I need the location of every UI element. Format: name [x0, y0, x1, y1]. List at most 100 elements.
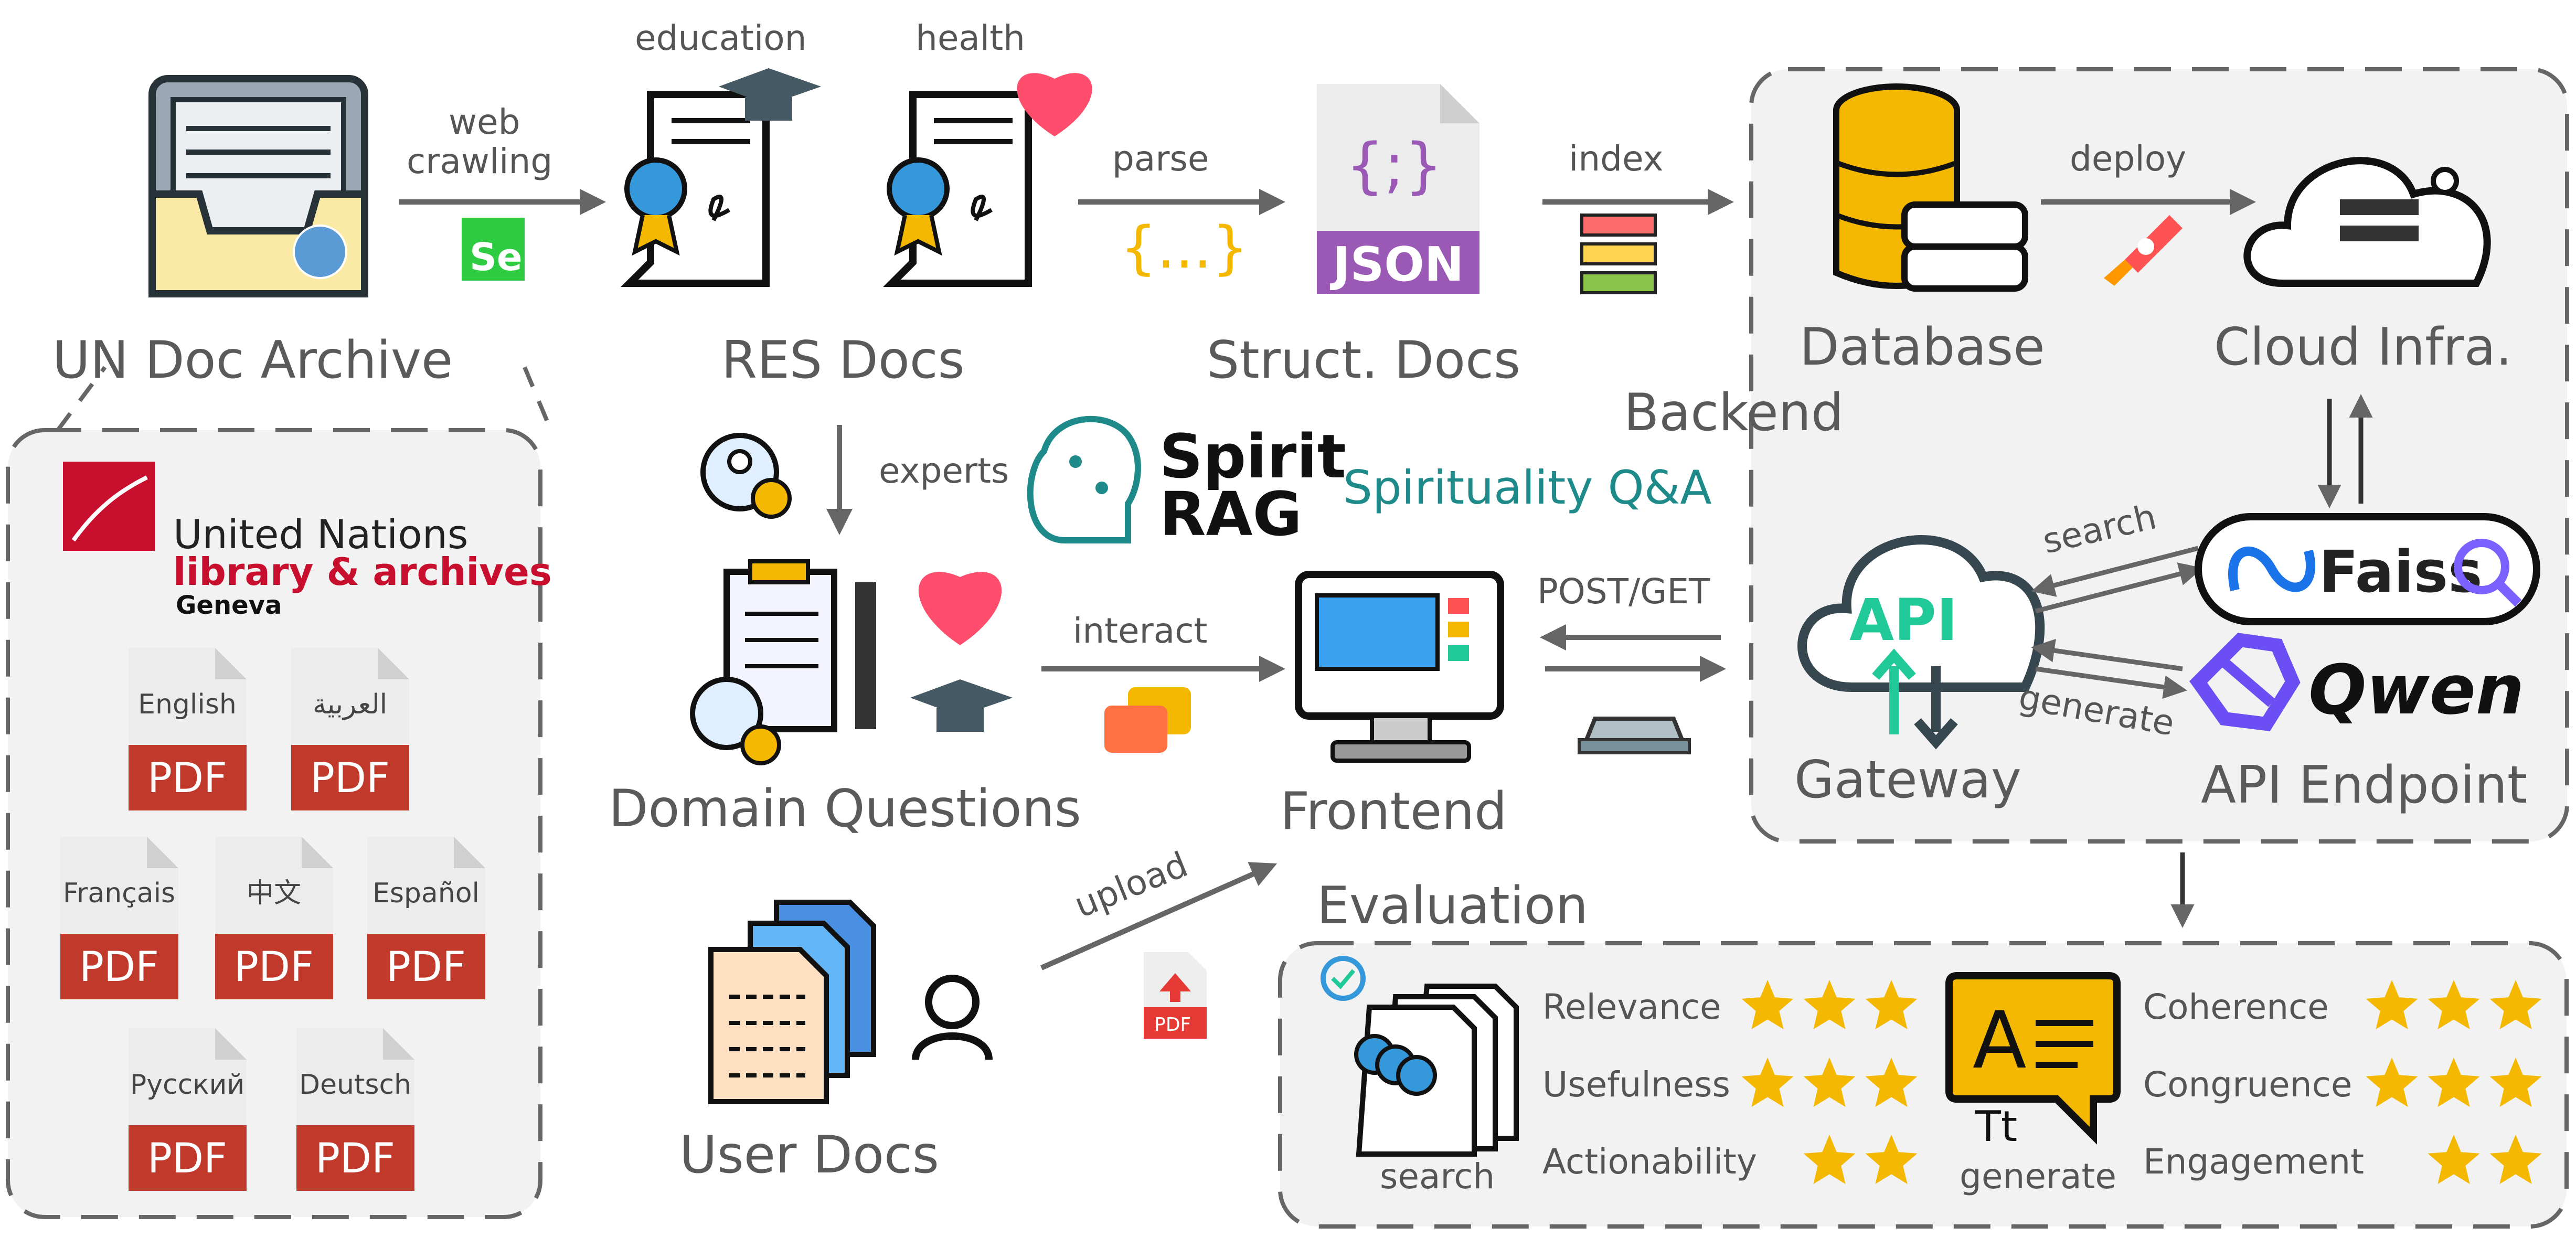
un-library-panel: [6, 428, 542, 1219]
eval-search-label: search: [1380, 1156, 1495, 1197]
metric-row: Actionability: [1542, 1135, 1918, 1185]
evaluation-panel: [1278, 941, 2569, 1229]
star-icon: [2428, 1058, 2480, 1107]
svg-text:Spirit: Spirit: [1159, 422, 1346, 492]
monitor-icon: [1295, 571, 1504, 763]
api-cloud-icon: API: [1797, 535, 2045, 750]
cloud-infra-label: Cloud Infra.: [2214, 317, 2512, 377]
gateway-to-faiss-arrow: [2035, 562, 2203, 614]
json-file-icon: JSON {;}: [1317, 84, 1479, 294]
pdf-language-label: العربية: [313, 689, 387, 720]
chat-bubbles-icon: [1104, 687, 1191, 753]
svg-text:library & archives: library & archives: [173, 550, 552, 594]
star-icon: [1741, 1058, 1794, 1107]
education-label: education: [635, 18, 807, 58]
star-icon: [2366, 1058, 2418, 1107]
gateway-to-qwen-arrow: [2035, 666, 2187, 699]
metric-row: Usefulness: [1542, 1058, 1918, 1107]
svg-text:Qwen: Qwen: [2308, 650, 2524, 730]
un-library-logo: United Nations library & archives Geneva: [63, 462, 552, 620]
domain-questions-label: Domain Questions: [609, 779, 1081, 839]
star-icon: [2489, 1135, 2542, 1185]
metric-row: Engagement: [2143, 1135, 2542, 1185]
pdf-upload-icon: PDF: [1144, 952, 1207, 1039]
svg-text:Geneva: Geneva: [176, 591, 282, 620]
metric-name: Relevance: [1542, 987, 1721, 1027]
expert-badge-icon: [700, 433, 792, 519]
pdf-badge-label: PDF: [386, 944, 466, 991]
svg-text:Se: Se: [470, 235, 523, 279]
metric-name: Coherence: [2143, 987, 2329, 1027]
struct-docs-label: Struct. Docs: [1207, 330, 1520, 390]
heart-icon: [918, 572, 1002, 645]
index-label: index: [1569, 138, 1664, 179]
cloud-icon: [2243, 157, 2491, 287]
braces-icon: {...}: [1120, 214, 1249, 281]
star-icon: [2428, 1135, 2480, 1185]
upload-label: upload: [1069, 844, 1193, 926]
pdf-language-label: Español: [372, 878, 480, 909]
pdf-file: العربية PDF: [291, 648, 409, 810]
svg-text:Tt: Tt: [1975, 1102, 2017, 1151]
zoom-connector: [56, 366, 553, 432]
metric-name: Engagement: [2143, 1141, 2364, 1182]
eval-generate-label: generate: [1960, 1156, 2116, 1197]
svg-text:A: A: [1973, 995, 2027, 1086]
faiss-logo: Faiss: [2195, 513, 2540, 625]
metric-row: Congruence: [2143, 1058, 2542, 1107]
ranked-list-icon: [1580, 214, 1657, 294]
svg-text:{;}: {;}: [1346, 131, 1443, 201]
svg-text:PDF: PDF: [1154, 1014, 1191, 1036]
pdf-badge-label: PDF: [315, 1135, 395, 1182]
pdf-badge-label: PDF: [310, 755, 390, 802]
svg-text:JSON: JSON: [1329, 237, 1464, 292]
evaluation-label: Evaluation: [1317, 876, 1588, 936]
parse-label: parse: [1112, 138, 1209, 179]
upload-arrow: [1040, 862, 1278, 970]
deploy-label: deploy: [2070, 138, 2186, 179]
star-icon: [1803, 1135, 1856, 1185]
svg-text:United Nations: United Nations: [173, 511, 468, 558]
star-icon: [1741, 980, 1794, 1030]
generate-text-icon: A Tt: [1945, 972, 2121, 1151]
res-docs-label: RES Docs: [721, 330, 965, 390]
spirituality-qa-label: Spirituality Q&A: [1343, 461, 1712, 515]
metric-row: Coherence: [2143, 980, 2542, 1030]
metric-name: Actionability: [1542, 1141, 1757, 1182]
qwen-to-gateway-arrow: [2031, 638, 2183, 671]
frontend-label: Frontend: [1280, 782, 1507, 841]
network-switch-icon: [1578, 717, 1691, 754]
svg-text:RAG: RAG: [1159, 479, 1302, 550]
pdf-files: EnglishPDFالعربيةPDFFrançaisPDF中文PDFEspa…: [60, 648, 485, 1191]
certificate-health-icon: [883, 73, 1092, 287]
search-docs-icon: [1321, 956, 1519, 1157]
interact-label: interact: [1073, 611, 1207, 651]
pdf-language-label: English: [138, 689, 237, 720]
database-icon: [1833, 83, 2028, 292]
user-docs-label: User Docs: [679, 1125, 939, 1185]
pdf-badge-label: PDF: [147, 1135, 227, 1182]
health-label: health: [916, 18, 1025, 58]
pdf-badge-label: PDF: [79, 944, 159, 991]
star-icon: [2366, 980, 2418, 1030]
un-archive-label: UN Doc Archive: [52, 330, 453, 390]
star-icon: [1865, 1058, 1918, 1107]
pdf-language-label: 中文: [247, 878, 301, 909]
faiss-to-gateway-arrow: [2031, 546, 2199, 597]
star-icon: [2489, 1058, 2542, 1107]
metric-name: Congruence: [2143, 1064, 2352, 1105]
documents-stack-icon: [708, 900, 876, 1104]
archive-box-icon: [148, 75, 368, 297]
gateway-label: Gateway: [1794, 750, 2021, 810]
grad-cap-icon: [910, 679, 1013, 732]
pdf-language-label: Français: [63, 878, 175, 909]
questionnaire-icon: [690, 559, 876, 765]
experts-label: experts: [879, 451, 1009, 491]
